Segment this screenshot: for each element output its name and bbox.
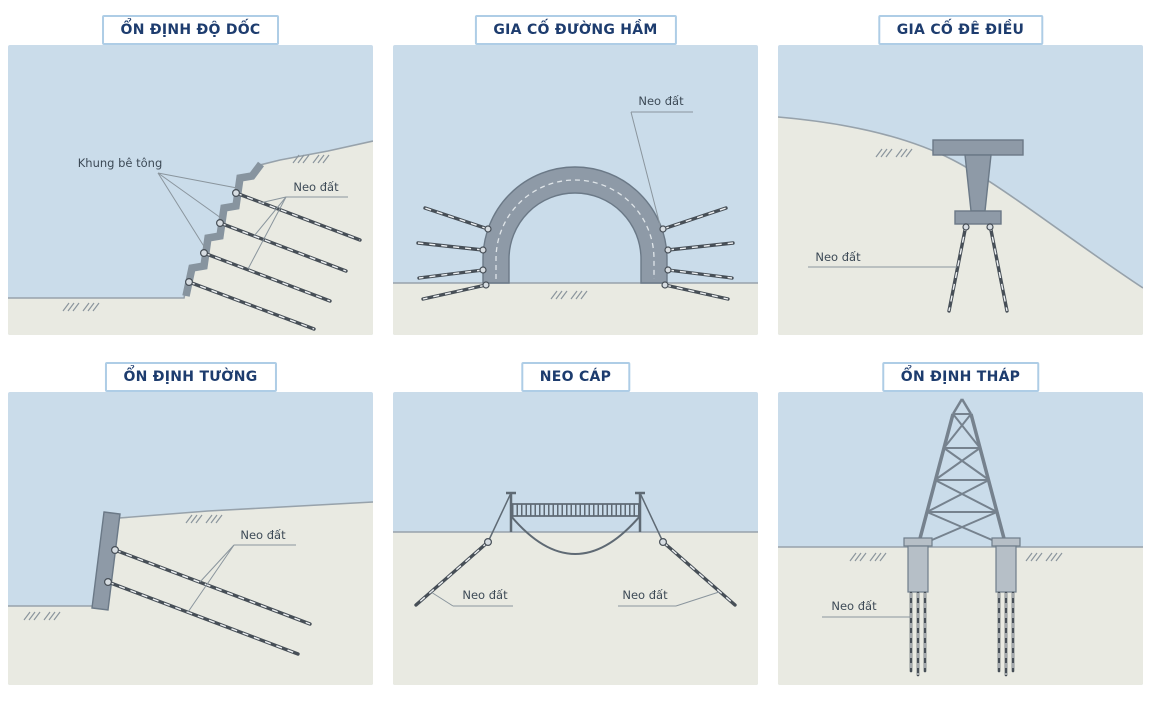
main-cable	[510, 515, 641, 555]
anchor-rods	[103, 546, 312, 656]
anchor-rod	[664, 266, 734, 280]
right-backstay	[639, 492, 664, 543]
panel-title: ỔN ĐỊNH THÁP	[881, 362, 1040, 392]
dike-illustration: Neo đất	[778, 45, 1143, 335]
anchor-label: Neo đất	[638, 94, 684, 108]
panel-title: GIA CỐ ĐÊ ĐIỀU	[877, 15, 1044, 45]
anchor-rod-bundle-left	[909, 591, 927, 677]
anchor-rod	[659, 538, 737, 607]
anchor-label: Neo đất	[831, 599, 877, 613]
anchor-callout: Neo đất	[187, 528, 296, 613]
anchor-rod-bundle-right	[997, 591, 1015, 677]
tunnel-illustration: Neo đất	[393, 45, 758, 335]
panel-tower-stability: ỔN ĐỊNH THÁP	[778, 362, 1143, 685]
anchor-rod	[110, 546, 312, 626]
anchor-rods-right	[659, 206, 735, 301]
anchor-rod	[659, 206, 728, 233]
anchor-rod	[423, 206, 492, 233]
anchor-rod	[414, 538, 492, 607]
anchor-rods	[947, 223, 1009, 313]
anchor-label: Neo đất	[293, 180, 339, 194]
anchor-callout-left: Neo đất	[430, 588, 513, 607]
anchor-label: Neo đất	[462, 588, 508, 602]
tower-apex	[951, 398, 973, 415]
anchor-rod	[103, 578, 300, 656]
anchor-callout-right: Neo đất	[618, 588, 720, 607]
panel-wall-stability: ỔN ĐỊNH TƯỜNG Neo đất	[8, 362, 373, 685]
cable-bridge-illustration: Neo đất Neo đất	[393, 392, 758, 685]
panel-title: ỔN ĐỊNH TƯỜNG	[104, 362, 277, 392]
anchor-rod	[947, 223, 970, 313]
anchor-rod	[664, 241, 735, 254]
left-pedestal-cap	[903, 537, 933, 547]
anchor-callout: Neo đất	[808, 250, 957, 268]
right-pedestal	[995, 545, 1017, 593]
anchor-rod	[216, 219, 348, 273]
left-backstay	[487, 492, 512, 543]
anchor-rod	[421, 281, 490, 301]
anchor-rod	[661, 281, 730, 301]
panel-slope-stability: ỔN ĐỊNH ĐỘ DỐC Khung b	[8, 15, 373, 335]
ground	[778, 547, 1143, 685]
tower-illustration: Neo đất	[778, 392, 1143, 685]
anchor-rods	[909, 591, 1015, 677]
frame-callout: Khung bê tông	[78, 156, 238, 249]
left-pedestal	[907, 545, 929, 593]
anchor-label: Neo đất	[240, 528, 286, 542]
anchor-rod	[232, 189, 362, 242]
panel-dike-reinforcement: GIA CỐ ĐÊ ĐIỀU Neo đất	[778, 15, 1143, 335]
anchor-rods	[185, 189, 362, 331]
girder-beam	[932, 139, 1024, 225]
right-pedestal-cap	[991, 537, 1021, 547]
dike-slope-ground	[778, 117, 1143, 335]
anchor-rod	[416, 241, 487, 254]
anchor-label: Neo đất	[622, 588, 668, 602]
anchor-callout: Neo đất	[630, 94, 693, 226]
panel-title: NEO CÁP	[520, 362, 631, 392]
foundations	[903, 537, 1021, 593]
ground	[393, 532, 758, 685]
panel-title: GIA CỐ ĐƯỜNG HẦM	[474, 15, 677, 45]
anchor-callout: Neo đất	[822, 599, 910, 618]
frame-label: Khung bê tông	[78, 156, 163, 170]
upper-surface-line	[118, 501, 373, 519]
lattice-tower	[916, 398, 1008, 547]
suspension-bridge	[487, 491, 664, 555]
anchor-rods-left	[416, 206, 492, 301]
retained-ground	[8, 502, 373, 685]
anchor-callout: Neo đất	[247, 180, 348, 270]
anchor-rod	[185, 278, 316, 331]
panel-tunnel-reinforcement: GIA CỐ ĐƯỜNG HẦM Neo đất	[393, 15, 758, 335]
ground	[393, 283, 758, 335]
ground-surface-line	[778, 116, 1143, 289]
lining-centerline	[495, 179, 655, 279]
panel-title: ỔN ĐỊNH ĐỘ DỐC	[101, 15, 280, 45]
panel-cable-anchor: NEO CÁP Neo đất	[393, 362, 758, 685]
slope-illustration: Khung bê tông Neo đất	[8, 45, 373, 335]
anchor-rod	[200, 249, 332, 303]
anchor-rod	[417, 266, 487, 280]
slope-ground	[8, 141, 373, 335]
wall-illustration: Neo đất	[8, 392, 373, 685]
anchor-label: Neo đất	[815, 250, 861, 264]
tunnel-lining	[482, 166, 668, 284]
retaining-wall	[91, 511, 121, 611]
anchor-rod	[986, 223, 1009, 313]
anchor-rods	[414, 538, 737, 607]
